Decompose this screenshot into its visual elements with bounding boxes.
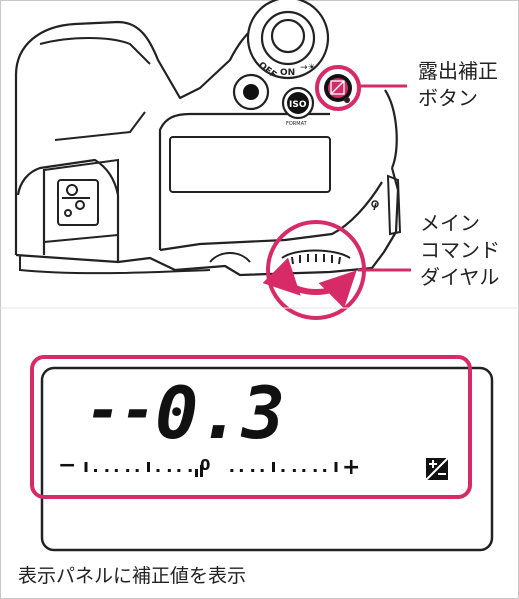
lcd-sign: --	[86, 376, 156, 444]
dial-label-line-3: ダイヤル	[420, 265, 500, 289]
mode-dial	[246, 0, 330, 80]
format-label: FORMAT	[286, 121, 308, 127]
caption: 表示パネルに補正値を表示	[18, 565, 247, 587]
scale-minus-label: −	[58, 453, 76, 478]
scale-dot	[239, 469, 243, 472]
hot-shoe	[43, 158, 119, 244]
scale-dot	[114, 469, 118, 472]
viewfinder-hump	[39, 37, 151, 141]
lcd-value: 0.3	[155, 371, 285, 455]
scale-tick	[313, 469, 317, 472]
exposure-comp-button[interactable]	[315, 65, 361, 111]
mode-on-label: ON	[280, 68, 295, 78]
scale-tick	[334, 462, 338, 472]
scale-tick	[105, 469, 109, 472]
dial-label-line-2: コマンド	[420, 238, 500, 262]
arrow-light-icon: →☀	[300, 63, 316, 73]
scale-tick	[272, 462, 275, 472]
scale-tick	[230, 469, 234, 472]
camera-body	[14, 12, 400, 277]
scale-tick	[188, 469, 192, 472]
indicator-bar-2	[200, 465, 203, 477]
scale-dot	[177, 469, 181, 472]
scale-dot	[302, 469, 306, 472]
scale-plus-label: +	[342, 455, 360, 480]
exposure-scale: − 0 +	[58, 453, 360, 480]
scale-dot	[281, 469, 285, 472]
indicator-bar-1	[195, 469, 198, 477]
iso-label: ISO	[289, 100, 307, 110]
exposure-label-line-1: 露出補正	[418, 59, 498, 83]
exposure-label-line-2: ボタン	[418, 86, 478, 110]
scale-tick	[167, 469, 171, 472]
record-button[interactable]	[232, 73, 270, 111]
scale-tick	[292, 469, 296, 472]
scale-dot	[94, 469, 97, 472]
scale-dot	[323, 469, 327, 472]
scale-tick	[147, 462, 150, 472]
scale-zero-label: 0	[200, 456, 210, 474]
scale-tick	[251, 469, 255, 472]
scale-dot	[260, 469, 264, 472]
exposure-comp-icon	[425, 457, 449, 481]
lcd-panel	[30, 355, 494, 552]
scale-dot	[156, 469, 160, 472]
main-dial-label: メイン コマンド ダイヤル	[420, 210, 500, 291]
strap-lug	[371, 174, 402, 236]
sub-dial	[209, 252, 251, 263]
dial-label-line-1: メイン	[420, 211, 480, 235]
scale-tick	[84, 462, 88, 472]
exposure-button-label: 露出補正 ボタン	[418, 58, 498, 112]
top-lcd-window	[169, 136, 331, 193]
scale-dot	[135, 469, 139, 472]
iso-button[interactable]	[281, 86, 315, 120]
scale-tick	[126, 469, 130, 472]
